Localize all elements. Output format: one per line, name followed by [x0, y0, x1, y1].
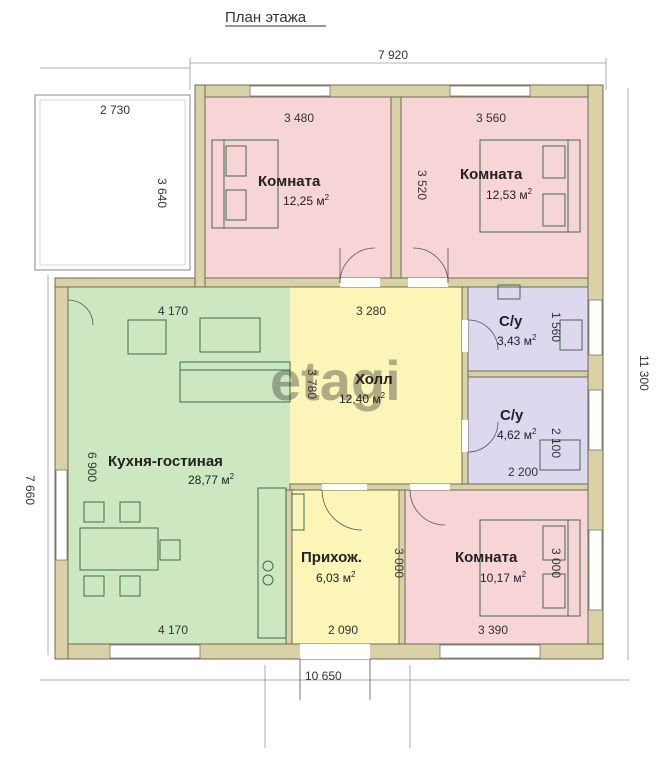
- dim-bath1-depth: 1 560: [549, 312, 563, 342]
- dimension-labels: 7 920 2 730 3 640 3 480 3 560 3 520 4 17…: [23, 48, 651, 683]
- dim-room3-width: 3 390: [478, 623, 508, 637]
- dim-room2-width: 3 560: [476, 111, 506, 125]
- bedroom3-area-label: 10,17 м2: [480, 570, 527, 585]
- bath2-area-label: 4,62 м2: [497, 427, 537, 442]
- hall-name: Холл: [355, 371, 393, 388]
- terrace-inner: [39, 99, 186, 266]
- dim-bath2-depth: 2 100: [549, 428, 563, 458]
- dim-hall-depth: 3 780: [305, 369, 319, 399]
- dim-entry-depth: 3 000: [392, 548, 406, 578]
- dim-right-total: 11 300: [637, 355, 651, 391]
- dim-kitchen-depth: 6 900: [85, 452, 99, 482]
- bath2-name: С/у: [500, 407, 524, 424]
- kitchen-name: Кухня-гостиная: [108, 453, 223, 470]
- bath2-area: [465, 377, 588, 487]
- dim-entry-width: 2 090: [328, 623, 358, 637]
- dim-terrace-depth: 3 640: [155, 178, 169, 208]
- dim-bottom-total: 10 650: [305, 669, 342, 683]
- terrace: [34, 94, 191, 271]
- bedroom2-area-label: 12,53 м2: [486, 187, 533, 202]
- dim-bath-width: 2 200: [508, 465, 538, 479]
- kitchen-area: [68, 287, 290, 644]
- dim-room1-width: 3 480: [284, 111, 314, 125]
- bedroom1-area: [205, 97, 391, 280]
- bedroom2-area: [401, 97, 588, 280]
- room-labels: Комната 12,25 м2 Комната 12,53 м2 С/у 3,…: [108, 166, 537, 585]
- bedroom3-name: Комната: [455, 549, 518, 566]
- bath1-name: С/у: [499, 313, 523, 330]
- furniture: [79, 139, 583, 639]
- bath1-area-label: 3,43 м2: [497, 333, 537, 348]
- bedroom1-area-label: 12,25 м2: [283, 193, 330, 208]
- dim-hall-width: 3 280: [356, 304, 386, 318]
- bedroom2-name: Комната: [460, 166, 523, 183]
- dim-kitchen-width-bottom: 4 170: [158, 623, 188, 637]
- kitchen-area-label: 28,77 м2: [188, 472, 235, 487]
- dim-top-total: 7 920: [378, 48, 408, 62]
- bath1-area: [465, 287, 588, 372]
- plan-title: План этажа: [225, 9, 307, 26]
- windows: [55, 85, 603, 659]
- dim-room3-depth: 3 000: [549, 548, 563, 578]
- bedroom3-area: [403, 487, 588, 644]
- dim-terrace-width: 2 730: [100, 103, 130, 117]
- dim-left-total: 7 660: [23, 475, 37, 505]
- dim-kitchen-width-top: 4 170: [158, 304, 188, 318]
- entry-name: Прихож.: [301, 549, 362, 566]
- hall-area-label: 12,40 м2: [339, 391, 386, 406]
- watermark: etagi: [270, 349, 401, 412]
- entry-area: [290, 487, 403, 644]
- bedroom1-name: Комната: [258, 173, 321, 190]
- entry-area-label: 6,03 м2: [316, 570, 356, 585]
- dim-room-depth: 3 520: [415, 170, 429, 200]
- hall-area: [290, 287, 465, 487]
- doors: [67, 247, 499, 700]
